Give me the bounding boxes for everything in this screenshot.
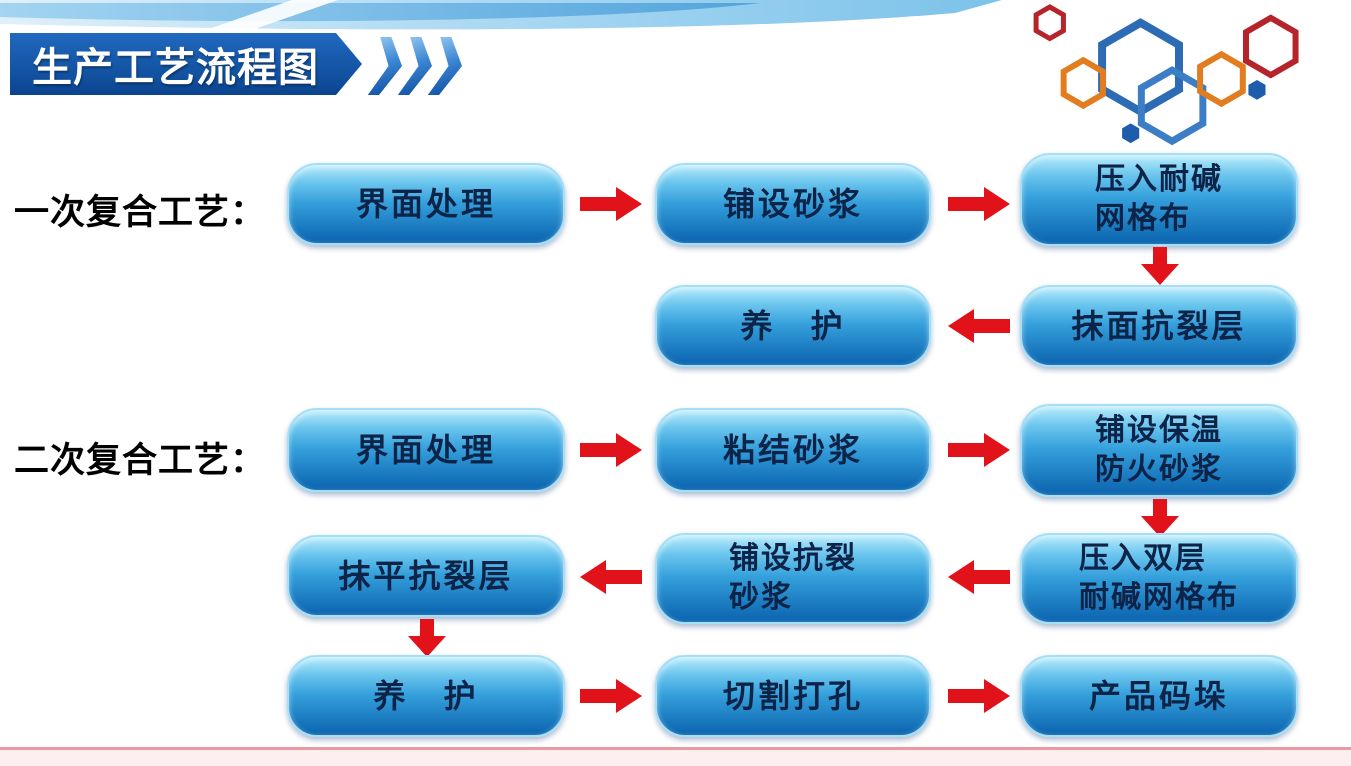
flow2-box-curing: 养 护: [287, 655, 565, 737]
flow1-label: 一次复合工艺：: [14, 193, 267, 232]
flow2-box-anticrack-mortar: 铺设抗裂 砂浆: [655, 533, 931, 624]
box-label-line: 压入耐碱: [1095, 163, 1223, 197]
box-label: 养 护: [373, 677, 479, 714]
chevron-decoration: [374, 37, 462, 95]
flow2-label: 二次复合工艺：: [14, 441, 267, 480]
chevron-icon: [428, 37, 468, 95]
footer-strip: [0, 747, 1351, 766]
flow1-box-curing: 养 护: [655, 285, 931, 367]
chevron-icon: [398, 37, 438, 95]
box-label-line: 铺设抗裂: [729, 542, 857, 576]
flow2-box-bonding-mortar: 粘结砂浆: [655, 408, 931, 492]
arrow-down-icon: [408, 619, 446, 657]
arrow-left-icon: [948, 560, 1010, 594]
flow1-box-interface-treatment: 界面处理: [287, 163, 565, 245]
flow2-box-interface-treatment: 界面处理: [287, 408, 565, 492]
hexagons-icon: [1015, 4, 1345, 152]
arrow-down-icon: [1141, 499, 1179, 537]
box-label: 抹面抗裂层: [1071, 307, 1247, 344]
arrow-right-icon: [580, 433, 642, 467]
page-title: 生产工艺流程图: [32, 46, 319, 90]
arrow-right-icon: [948, 187, 1010, 221]
arrow-down-icon: [1141, 247, 1179, 285]
box-label: 切割打孔: [722, 677, 863, 714]
arrow-right-icon: [948, 433, 1010, 467]
flow1-box-press-mesh: 压入耐碱 网格布: [1020, 153, 1298, 246]
top-swoosh-decoration: [0, 0, 1002, 30]
arrow-right-icon: [948, 679, 1010, 713]
chevron-icon: [368, 37, 408, 95]
flow1-box-anticrack-surface: 抹面抗裂层: [1020, 285, 1298, 367]
flow1-box-lay-mortar: 铺设砂浆: [655, 163, 931, 245]
arrow-left-icon: [580, 560, 642, 594]
flow2-box-cutting-drilling: 切割打孔: [655, 655, 931, 737]
box-label: 粘结砂浆: [722, 431, 863, 468]
box-label: 抹平抗裂层: [338, 557, 514, 594]
flow2-box-leveling-anticrack: 抹平抗裂层: [287, 535, 565, 617]
flow2-box-product-stacking: 产品码垛: [1020, 655, 1298, 737]
box-label: 界面处理: [355, 431, 496, 468]
arrow-right-icon: [580, 679, 642, 713]
flow2-box-double-mesh: 压入双层 耐碱网格布: [1020, 533, 1298, 624]
box-label-line: 压入双层: [1079, 542, 1207, 576]
flow2-box-insulation-mortar: 铺设保温 防火砂浆: [1020, 404, 1298, 497]
box-label-line: 耐碱网格布: [1079, 580, 1239, 614]
title-banner: 生产工艺流程图: [10, 33, 362, 95]
box-label-line: 防火砂浆: [1095, 452, 1223, 486]
box-label: 产品码垛: [1088, 677, 1229, 714]
box-label: 养 护: [740, 307, 846, 344]
box-label-line: 铺设保温: [1095, 414, 1223, 448]
arrow-right-icon: [580, 187, 642, 221]
arrow-left-icon: [948, 309, 1010, 343]
box-label: 铺设砂浆: [722, 185, 863, 222]
box-label: 界面处理: [355, 185, 496, 222]
box-label-line: 砂浆: [729, 580, 793, 614]
box-label-line: 网格布: [1095, 201, 1191, 235]
